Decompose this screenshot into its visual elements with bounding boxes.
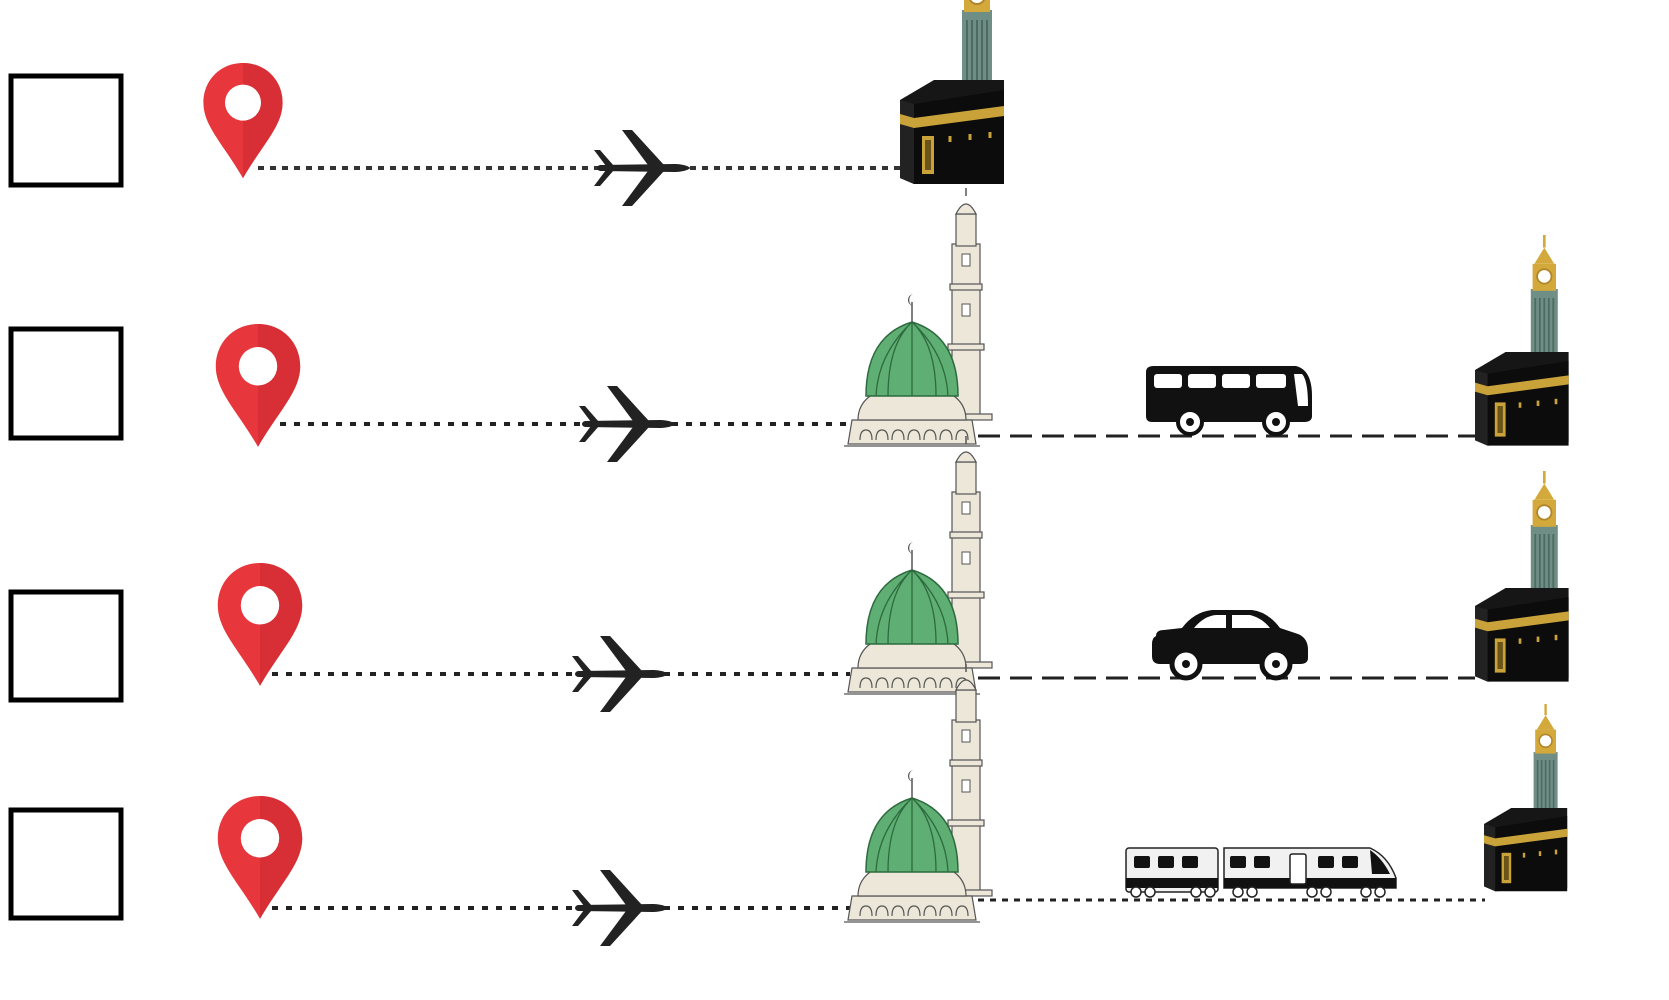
- route-2-bus-icon: [1146, 366, 1312, 434]
- route-4-prophets-mosque-icon: [844, 664, 992, 922]
- route-row-2: [11, 188, 1569, 462]
- route-3-origin-pin-icon: [218, 563, 302, 686]
- route-row-4: [11, 664, 1567, 946]
- route-4-kaaba-icon: [1484, 704, 1567, 891]
- route-1-origin-pin-icon: [203, 63, 282, 178]
- route-3-airplane-icon: [572, 636, 668, 712]
- route-4-train-icon: [1126, 848, 1396, 897]
- route-row-1: [11, 0, 1004, 206]
- route-3-prophets-mosque-icon: [844, 436, 992, 694]
- route-row-3: [11, 436, 1569, 712]
- route-3-kaaba-icon: [1475, 471, 1569, 682]
- route-1-kaaba-icon: [900, 0, 1004, 184]
- route-2-checkbox[interactable]: [11, 329, 121, 438]
- route-4-checkbox[interactable]: [11, 810, 121, 918]
- route-3-car-icon: [1152, 610, 1308, 678]
- route-1-airplane-icon: [594, 130, 690, 206]
- route-2-prophets-mosque-icon: [844, 188, 992, 446]
- route-3-checkbox[interactable]: [11, 592, 121, 700]
- route-2-kaaba-icon: [1475, 235, 1569, 446]
- route-4-origin-pin-icon: [218, 796, 302, 919]
- route-2-origin-pin-icon: [216, 324, 300, 447]
- route-2-airplane-icon: [579, 386, 675, 462]
- route-1-checkbox[interactable]: [11, 76, 121, 185]
- route-4-airplane-icon: [572, 870, 668, 946]
